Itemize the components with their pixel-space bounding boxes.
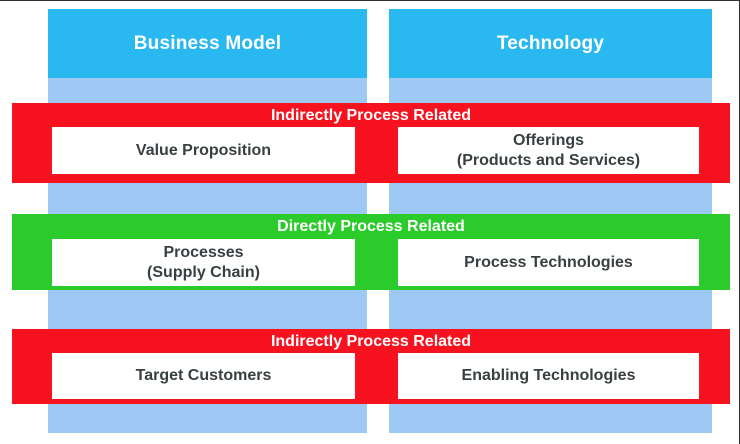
- header-technology: Technology: [389, 9, 712, 78]
- band-label: Directly Process Related: [277, 218, 465, 235]
- cell-value-proposition: Value Proposition: [52, 127, 355, 174]
- band-label: Indirectly Process Related: [270, 333, 472, 350]
- cell-target-customers: Target Customers: [52, 353, 355, 399]
- band-indirectly-process-related-bottom: Indirectly Process Related Target Custom…: [12, 329, 730, 404]
- cell-offerings: Offerings (Products and Services): [398, 127, 699, 174]
- cell-process-technologies: Process Technologies: [398, 239, 699, 286]
- header-business-model-label: Business Model: [133, 32, 282, 54]
- header-business-model: Business Model: [48, 9, 367, 78]
- cell-text-line: Enabling Technologies: [461, 367, 636, 384]
- cell-text-line: Processes: [163, 243, 244, 261]
- band-label: Indirectly Process Related: [270, 107, 472, 124]
- header-technology-label: Technology: [496, 32, 605, 54]
- cell-text-line: Process Technologies: [464, 253, 633, 271]
- band-directly-process-related: Directly Process Related Processes (Supp…: [12, 214, 730, 290]
- cell-text-line: Value Proposition: [135, 141, 272, 159]
- cell-text-line: (Supply Chain): [147, 263, 260, 281]
- cell-text-line: Offerings: [512, 131, 585, 149]
- cell-processes-supply-chain: Processes (Supply Chain): [52, 239, 355, 286]
- cell-text-line: Target Customers: [135, 367, 272, 384]
- band-indirectly-process-related-top: Indirectly Process Related Value Proposi…: [12, 103, 730, 183]
- cell-text-line: (Products and Services): [456, 151, 641, 169]
- cell-enabling-technologies: Enabling Technologies: [398, 353, 699, 399]
